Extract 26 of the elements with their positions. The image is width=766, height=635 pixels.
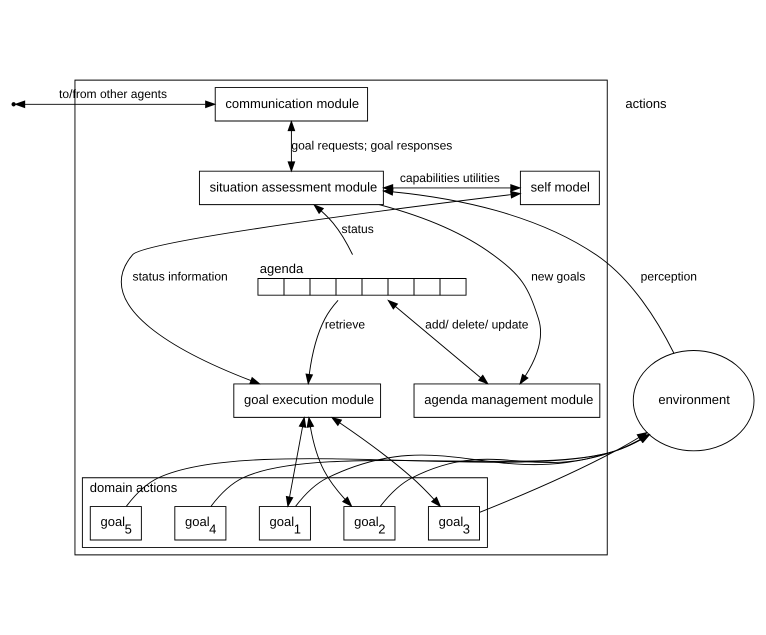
- arrow: [330, 416, 442, 508]
- edge-label: status information: [132, 270, 228, 284]
- arrow: [14, 100, 216, 108]
- arrow: [387, 300, 489, 385]
- edge-label: retrieve: [324, 318, 366, 332]
- node-box: situation assessment module: [198, 170, 384, 206]
- arrow: [286, 416, 306, 508]
- edge-label: capabilities utilities: [400, 170, 500, 185]
- edge-label: perception: [640, 270, 698, 284]
- node-box: goal execution module: [233, 383, 382, 418]
- arrow: [120, 190, 522, 384]
- edge-label: new goals: [531, 270, 586, 284]
- edge-label: status: [342, 222, 374, 236]
- node-box: agenda management module: [414, 383, 600, 418]
- arrow: [382, 184, 522, 192]
- node-box: self model: [520, 170, 600, 206]
- arrow: [306, 416, 352, 508]
- arrow: [288, 120, 296, 173]
- label: actions: [625, 96, 667, 111]
- arrow: [313, 204, 354, 256]
- arrow: [305, 300, 339, 386]
- node-box: communication module: [214, 87, 368, 122]
- node-ellipse: environment: [632, 350, 754, 452]
- node-label: agenda: [260, 261, 304, 276]
- arrow: [378, 204, 541, 385]
- edge-label: add/ delete/ update: [425, 318, 528, 332]
